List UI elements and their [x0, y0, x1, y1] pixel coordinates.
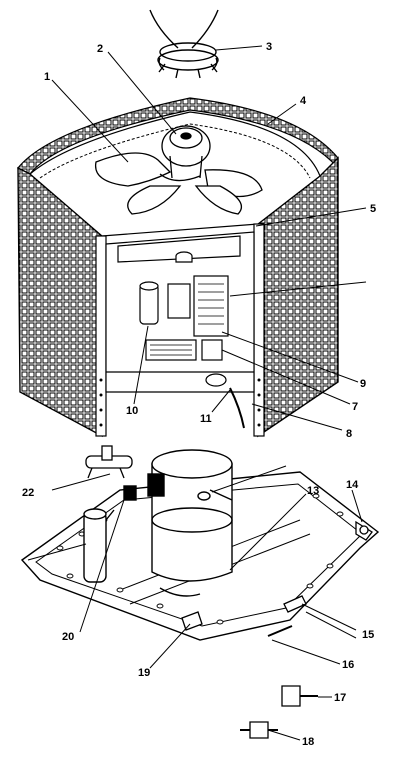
- callout-18: 18: [302, 736, 314, 748]
- callout-20: 20: [62, 631, 74, 643]
- callout-7: 7: [352, 401, 358, 413]
- reversing-valve: [85, 445, 133, 479]
- condenser-cabinet: [17, 97, 339, 438]
- callout-15: 15: [362, 629, 374, 641]
- callout-17: 17: [334, 692, 346, 704]
- callout-4: 4: [300, 95, 307, 107]
- callout-9: 9: [360, 378, 366, 390]
- callout-19: 19: [138, 667, 150, 679]
- callout-5: 5: [370, 203, 376, 215]
- compressor: [123, 449, 233, 597]
- callout-22: 22: [22, 487, 34, 499]
- callout-10: 10: [126, 405, 138, 417]
- fan-guard: [149, 9, 219, 79]
- callout-1: 1: [44, 71, 50, 83]
- callout-3: 3: [266, 41, 272, 53]
- control-compartment: [105, 231, 255, 429]
- accumulator: [83, 508, 115, 583]
- fan-motor-assembly: [94, 125, 263, 215]
- callout-2: 2: [97, 43, 103, 55]
- callout-8: 8: [346, 428, 352, 440]
- leader-lines: [27, 45, 367, 741]
- callout-labels: 1 2 3 4 5 7 8 9 10 11 13 14 15 16 17 18 …: [22, 41, 376, 748]
- callout-13: 13: [307, 485, 319, 497]
- callout-14: 14: [346, 479, 359, 491]
- callout-11: 11: [200, 413, 212, 425]
- callout-16: 16: [342, 659, 354, 671]
